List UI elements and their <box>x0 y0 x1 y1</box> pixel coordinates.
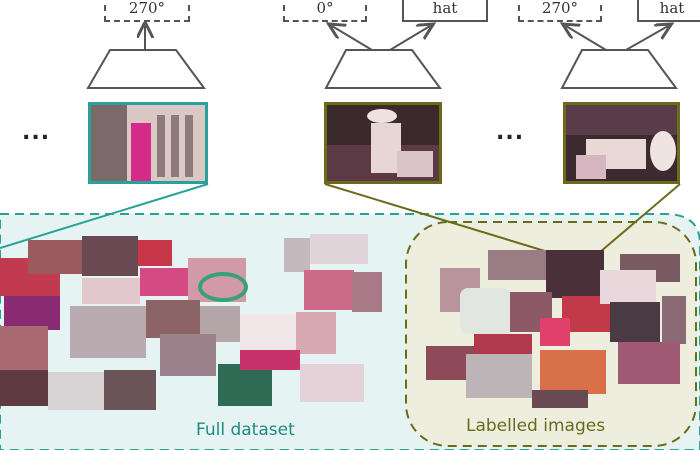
connector-middle <box>324 183 549 253</box>
arrow-right-class <box>625 26 668 51</box>
rotation-label-left: 270° <box>104 0 190 22</box>
dataset-image <box>28 240 84 274</box>
thumbnail-building-rotated <box>88 102 208 184</box>
labelled-image <box>532 390 588 408</box>
dataset-image <box>284 238 310 272</box>
encoder-middle <box>324 49 442 89</box>
labelled-images-caption: Labelled images <box>466 416 606 436</box>
class-label-right: hat <box>637 0 700 22</box>
labelled-image <box>488 250 546 280</box>
class-label-middle: hat <box>402 0 488 22</box>
dataset-image <box>352 272 382 312</box>
arrow-right-rotation <box>566 26 607 51</box>
arrow-middle-class <box>389 26 430 51</box>
dataset-image <box>240 314 298 354</box>
dataset-image <box>304 270 354 310</box>
labelled-image <box>540 350 606 394</box>
dataset-image <box>310 234 368 264</box>
labelled-image <box>546 250 604 298</box>
dataset-image <box>82 278 140 304</box>
thumbnail-woman-hat <box>324 102 442 184</box>
labelled-image <box>466 354 532 398</box>
encoder-right <box>560 49 678 89</box>
dataset-image <box>82 236 138 276</box>
dataset-image <box>218 364 272 406</box>
dataset-image <box>138 240 172 266</box>
rotation-label-right: 270° <box>518 0 602 22</box>
encoder-left <box>86 49 206 89</box>
dataset-image <box>48 372 104 410</box>
connector-right <box>599 183 681 253</box>
dataset-image <box>4 296 60 330</box>
dataset-image <box>240 350 300 370</box>
ellipsis-middle: ... <box>496 120 525 145</box>
labelled-image <box>662 296 686 344</box>
ellipsis-left: ... <box>22 120 51 145</box>
dataset-image <box>198 272 248 302</box>
dataset-image <box>140 268 188 296</box>
dataset-image <box>160 334 216 376</box>
full-dataset-caption: Full dataset <box>196 420 295 440</box>
dataset-image <box>0 326 48 370</box>
rotation-label-middle: 0° <box>283 0 367 22</box>
dataset-image <box>104 370 156 410</box>
dataset-image <box>146 300 200 338</box>
labelled-image <box>600 270 656 304</box>
connector-left <box>0 183 209 249</box>
arrow-middle-rotation <box>332 26 373 51</box>
dataset-image <box>296 312 336 354</box>
dataset-image <box>70 306 146 358</box>
labelled-image <box>540 318 570 346</box>
dataset-image <box>0 370 48 406</box>
dataset-image <box>300 364 364 402</box>
labelled-image <box>460 288 512 334</box>
labelled-image <box>610 302 660 342</box>
labelled-image <box>618 342 680 384</box>
thumbnail-woman-hat-rotated <box>563 102 680 184</box>
